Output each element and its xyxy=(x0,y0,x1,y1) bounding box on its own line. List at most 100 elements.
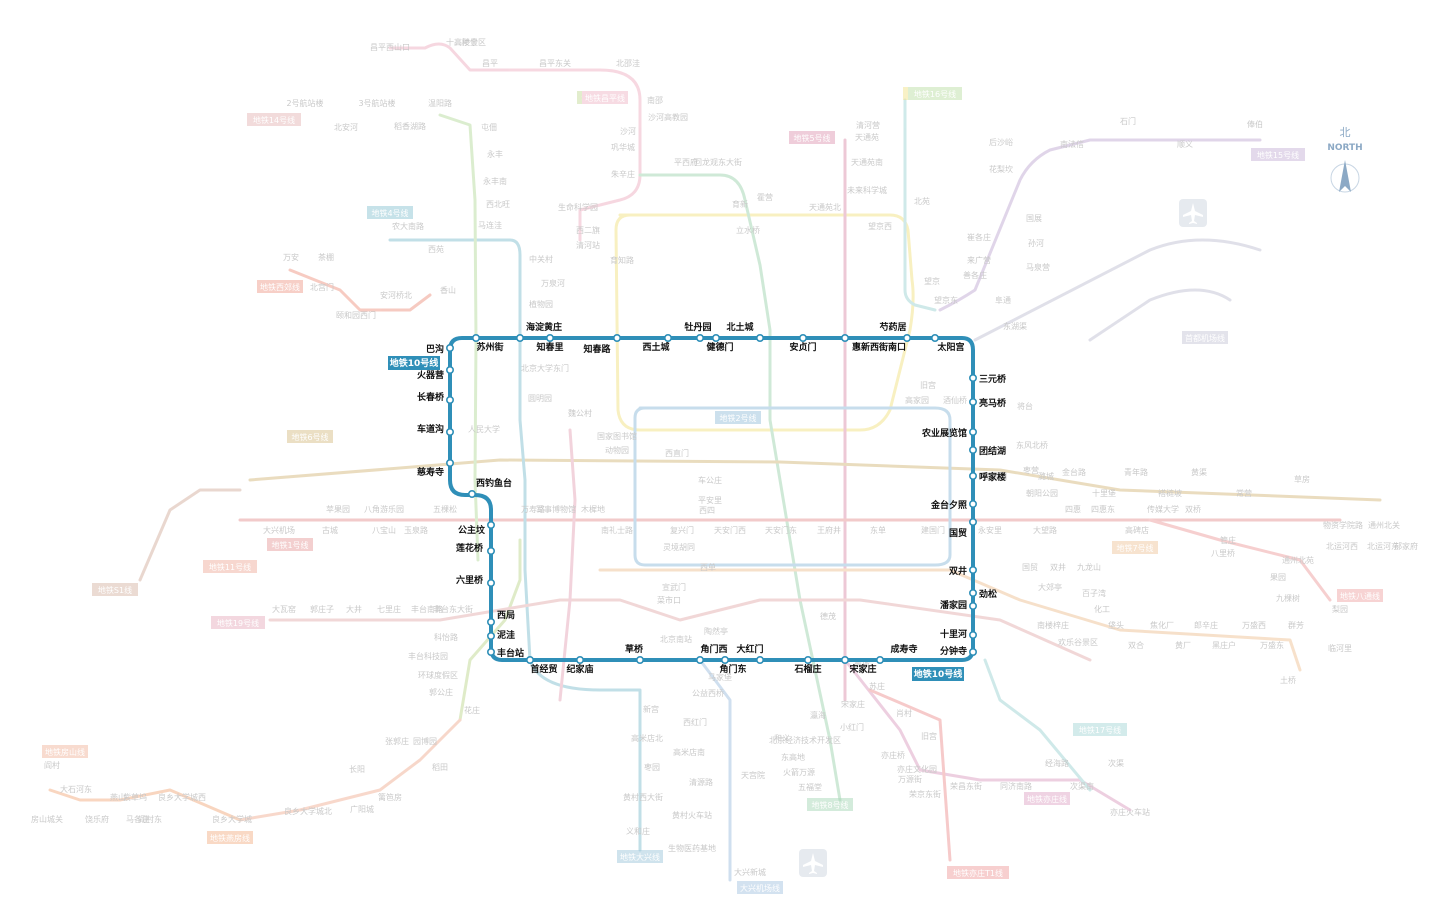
station-marker[interactable] xyxy=(445,427,454,436)
station-marker[interactable] xyxy=(968,630,977,639)
line-tag-20[interactable]: 地铁燕房线 xyxy=(207,831,253,844)
station-8[interactable]: 北土城 xyxy=(726,321,764,342)
station-marker[interactable] xyxy=(486,546,495,555)
line-tag-21[interactable]: 地铁八通线 xyxy=(1337,589,1383,602)
station-36[interactable]: 西局 xyxy=(486,610,515,626)
station-27[interactable]: 石榴庄 xyxy=(793,655,822,675)
line-tag-23[interactable]: 地铁11号线 xyxy=(203,560,257,573)
station-35[interactable]: 泥洼 xyxy=(486,629,515,641)
line-tag-18[interactable]: 首都机场线 xyxy=(1182,331,1228,344)
station-37[interactable]: 六里桥 xyxy=(456,574,495,587)
line-tag-5[interactable]: 地铁7号线 xyxy=(1112,541,1158,554)
station-12[interactable]: 太阳宫 xyxy=(930,333,965,353)
station-11[interactable]: 芍药居 xyxy=(879,321,911,342)
station-marker[interactable] xyxy=(968,373,977,382)
station-42[interactable]: 车道沟 xyxy=(417,423,454,436)
line-tag-10[interactable]: 地铁15号线 xyxy=(1251,148,1305,161)
station-15[interactable]: 农业展览馆 xyxy=(921,427,977,439)
station-17[interactable]: 呼家楼 xyxy=(968,471,1006,483)
station-marker[interactable] xyxy=(695,333,704,342)
station-marker[interactable] xyxy=(486,617,495,626)
line-tag-17[interactable]: 大兴机场线 xyxy=(737,881,783,894)
station-marker[interactable] xyxy=(445,365,454,374)
station-marker[interactable] xyxy=(968,601,977,610)
station-marker[interactable] xyxy=(612,333,621,342)
station-31[interactable]: 草桥 xyxy=(625,643,644,664)
station-marker[interactable] xyxy=(968,588,977,597)
station-26[interactable]: 宋家庄 xyxy=(840,655,877,675)
line-tag-4[interactable]: 地铁6号线 xyxy=(287,430,333,443)
station-22[interactable]: 潘家园 xyxy=(940,599,977,611)
station-marker[interactable] xyxy=(968,471,977,480)
line-tag-25[interactable]: 地铁亦庄T1线 xyxy=(947,866,1009,879)
line-tag-16[interactable]: 地铁大兴线 xyxy=(617,850,663,863)
station-marker[interactable] xyxy=(486,578,495,587)
station-40[interactable]: 西钓鱼台 xyxy=(467,477,512,498)
station-6[interactable]: 牡丹园 xyxy=(684,321,712,342)
station-marker[interactable] xyxy=(968,647,977,656)
station-32[interactable]: 纪家庙 xyxy=(566,655,594,675)
line-10-tag-top[interactable]: 地铁10号线 xyxy=(388,356,440,370)
station-marker[interactable] xyxy=(755,655,764,664)
station-7[interactable]: 健德门 xyxy=(706,333,734,353)
station-marker[interactable] xyxy=(968,517,977,526)
line-tag-3[interactable]: 地铁5号线 xyxy=(789,131,835,144)
station-marker[interactable] xyxy=(875,655,884,664)
station-9[interactable]: 安贞门 xyxy=(789,333,817,353)
station-marker[interactable] xyxy=(486,647,495,656)
station-marker[interactable] xyxy=(545,333,554,342)
station-23[interactable]: 十里河 xyxy=(940,628,977,640)
station-20[interactable]: 双井 xyxy=(949,565,977,577)
line-10-tag-bottom[interactable]: 地铁10号线 xyxy=(912,667,964,681)
station-marker[interactable] xyxy=(525,655,534,664)
station-marker[interactable] xyxy=(445,343,454,352)
station-marker[interactable] xyxy=(798,333,807,342)
line-tag-11[interactable]: 地铁16号线 xyxy=(908,87,962,100)
station-5[interactable]: 西土城 xyxy=(642,333,672,353)
station-marker[interactable] xyxy=(968,427,977,436)
line-tag-2[interactable]: 地铁4号线 xyxy=(367,206,413,219)
station-3[interactable]: 知春里 xyxy=(535,333,564,353)
station-30[interactable]: 角门西 xyxy=(695,643,728,664)
station-38[interactable]: 莲花桥 xyxy=(456,542,495,555)
station-14[interactable]: 亮马桥 xyxy=(968,397,1007,409)
line-tag-0[interactable]: 地铁1号线 xyxy=(267,538,313,551)
station-marker[interactable] xyxy=(968,397,977,406)
line-tag-14[interactable]: 地铁房山线 xyxy=(42,745,88,758)
station-18[interactable]: 金台夕照 xyxy=(930,499,977,511)
station-marker[interactable] xyxy=(803,655,812,664)
station-marker[interactable] xyxy=(840,333,849,342)
line-tag-22[interactable]: 地铁西郊线 xyxy=(257,280,303,293)
station-19[interactable]: 国贸 xyxy=(949,517,977,539)
station-marker[interactable] xyxy=(902,333,911,342)
station-10[interactable]: 惠新西街南口 xyxy=(840,333,906,353)
station-24[interactable]: 分钟寺 xyxy=(940,645,977,657)
station-marker[interactable] xyxy=(720,655,729,664)
station-29[interactable]: 角门东 xyxy=(719,655,747,675)
line-tag-12[interactable]: 地铁17号线 xyxy=(1073,723,1127,736)
station-39[interactable]: 公主坟 xyxy=(458,520,495,536)
station-marker[interactable] xyxy=(968,445,977,454)
station-4[interactable]: 知春路 xyxy=(582,333,621,355)
station-marker[interactable] xyxy=(635,655,644,664)
station-marker[interactable] xyxy=(968,499,977,508)
line-tag-19[interactable]: 地铁S1线 xyxy=(92,583,138,596)
station-marker[interactable] xyxy=(515,333,524,342)
line-tag-13[interactable]: 地铁昌平线 xyxy=(582,91,628,104)
station-marker[interactable] xyxy=(486,631,495,640)
station-34[interactable]: 丰台站 xyxy=(486,647,524,659)
station-marker[interactable] xyxy=(840,655,849,664)
station-marker[interactable] xyxy=(575,655,584,664)
station-16[interactable]: 团结湖 xyxy=(968,445,1006,457)
station-marker[interactable] xyxy=(968,565,977,574)
station-marker[interactable] xyxy=(755,333,764,342)
station-0[interactable]: 巴沟 xyxy=(426,343,454,355)
station-marker[interactable] xyxy=(711,333,720,342)
station-marker[interactable] xyxy=(445,395,454,404)
line-tag-9[interactable]: 地铁14号线 xyxy=(247,113,301,126)
station-44[interactable]: 火器营 xyxy=(417,365,454,381)
station-2[interactable]: 海淀黄庄 xyxy=(515,321,562,342)
station-marker[interactable] xyxy=(467,489,476,498)
station-33[interactable]: 首经贸 xyxy=(525,655,558,675)
station-marker[interactable] xyxy=(663,333,672,342)
